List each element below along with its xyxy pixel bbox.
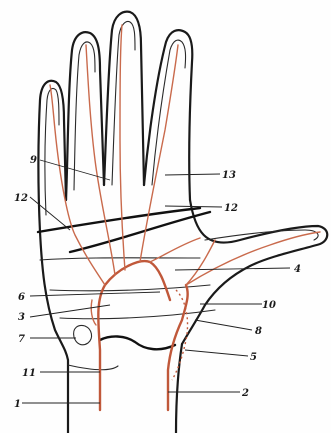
vessels xyxy=(50,25,320,410)
label-5: 5 xyxy=(250,352,257,363)
label-4: 4 xyxy=(294,264,301,275)
pisiform-outline xyxy=(74,325,92,344)
label-9: 9 xyxy=(30,155,37,166)
label-2: 2 xyxy=(241,388,249,399)
label-12-left: 12 xyxy=(14,193,28,204)
label-13: 13 xyxy=(222,170,236,181)
label-1: 1 xyxy=(14,399,21,410)
palmar-creases xyxy=(38,208,215,349)
label-7: 7 xyxy=(18,334,25,345)
label-10: 10 xyxy=(262,300,276,311)
leader-lines xyxy=(22,160,290,403)
label-12-right: 12 xyxy=(224,203,238,214)
label-6: 6 xyxy=(18,292,25,303)
label-11: 11 xyxy=(22,368,36,379)
hand-outline xyxy=(39,12,328,433)
label-3: 3 xyxy=(18,312,25,323)
label-8: 8 xyxy=(255,326,262,337)
